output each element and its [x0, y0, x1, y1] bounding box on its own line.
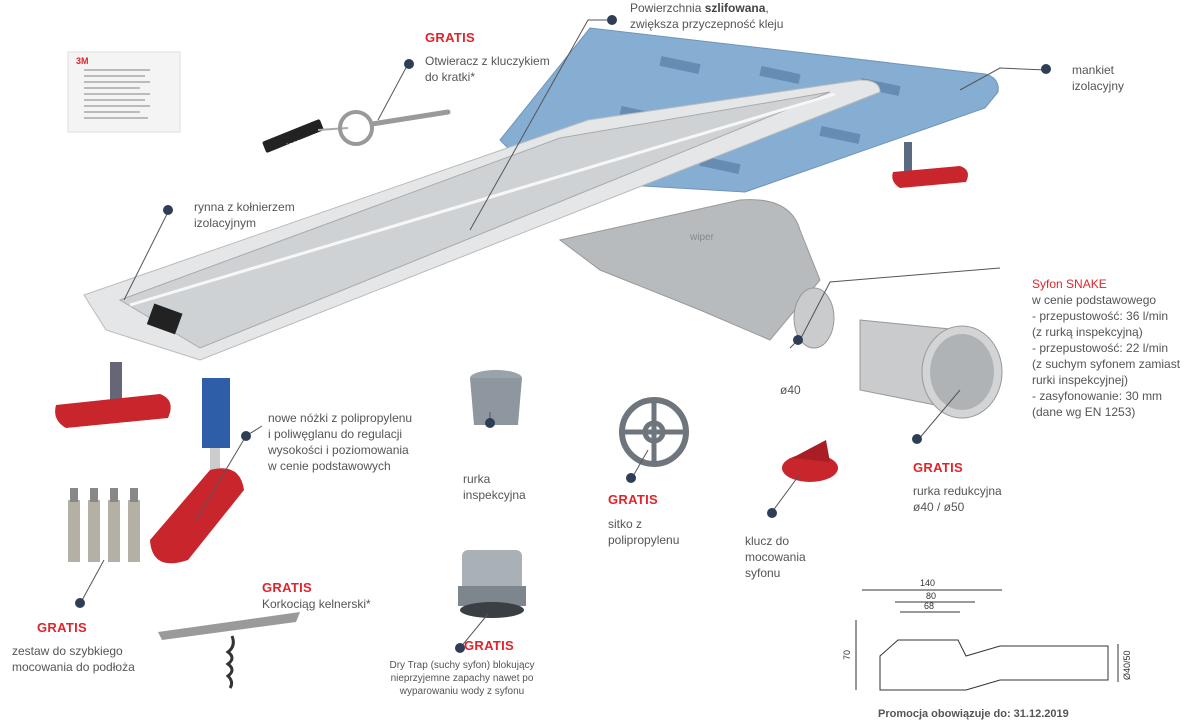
dry-trap [458, 550, 526, 618]
svg-text:wiper: wiper [689, 232, 715, 243]
corkscrew [158, 612, 300, 689]
marker-surface [607, 15, 617, 25]
corkscrew-label: Korkociąg kelnerski* [262, 597, 371, 611]
legs-label: nowe nóżki z polipropylenu i poliwęglanu… [268, 411, 413, 473]
siphon-label: Syfon SNAKE w cenie podstawowego - przep… [1032, 277, 1181, 419]
corkscrew-gratis: GRATIS [262, 580, 312, 595]
reducer-gratis: GRATIS [913, 460, 963, 475]
marker-legs [241, 431, 251, 441]
marker-drytrap [455, 643, 465, 653]
3m-sachet: 3M [67, 51, 181, 133]
marker-sieve [626, 473, 636, 483]
marker-opener [404, 59, 414, 69]
dim-80: 80 [926, 591, 936, 601]
dim-70: 70 [842, 650, 852, 660]
sieve [619, 397, 689, 467]
marker-cuff [1041, 64, 1051, 74]
dim-68: 68 [924, 601, 934, 611]
reducer-pipe [859, 319, 1003, 419]
marker-mounting [75, 598, 85, 608]
drain-channel [83, 79, 881, 361]
wall-plugs [68, 488, 140, 562]
marker-gutter [163, 205, 173, 215]
keychain-opener: wiper [262, 109, 451, 153]
dim-diameter: Ø40/50 [1122, 650, 1132, 680]
leg-detail [150, 378, 244, 564]
diameter-label: ø40 [780, 383, 801, 397]
siphon-key [782, 440, 838, 482]
surface-label: Powierzchnia szlifowana, zwiększa przycz… [630, 1, 784, 31]
mounting-gratis: GRATIS [37, 620, 87, 635]
leg-back [892, 142, 968, 188]
marker-inspection [485, 418, 495, 428]
leg-front-left [55, 362, 171, 428]
leader-lines [79, 19, 1047, 649]
promo-text: Promocja obowiązuje do: 31.12.2019 [878, 708, 1069, 720]
marker-key [767, 508, 777, 518]
dim-140: 140 [920, 578, 935, 588]
drytrap-gratis: GRATIS [464, 638, 514, 653]
inspection-pipe [470, 370, 522, 425]
sieve-gratis: GRATIS [608, 492, 658, 507]
technical-drawing [855, 589, 1119, 691]
opener-gratis: GRATIS [425, 30, 475, 45]
siphon-body: wiper [558, 199, 835, 349]
svg-text:3M: 3M [76, 56, 89, 66]
marker-reducer [912, 434, 922, 444]
marker-siphon [793, 335, 803, 345]
